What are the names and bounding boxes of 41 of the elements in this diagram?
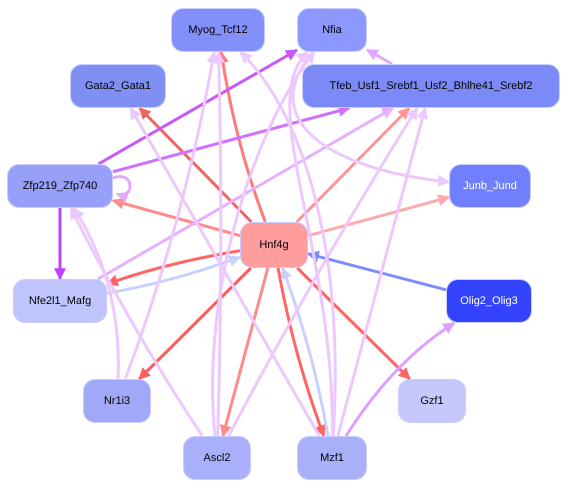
arrow — [336, 106, 428, 436]
arrow — [296, 266, 411, 380]
arrow — [112, 198, 240, 238]
arrow — [366, 48, 393, 66]
arrow — [220, 268, 270, 438]
arrow — [54, 208, 66, 280]
arrow — [211, 51, 316, 436]
arrow — [129, 106, 321, 437]
node-box: Tfeb_Usf1_Srebf1_Usf2_Bhlhe41_Srebf2 — [302, 64, 560, 108]
arrow — [212, 50, 225, 436]
arrow — [124, 50, 218, 380]
node-box: Nfe2l1_Mafg — [13, 279, 107, 323]
arrow — [227, 106, 418, 437]
arrow — [296, 106, 410, 224]
arrow — [306, 250, 446, 292]
arrow — [97, 106, 394, 280]
arrow — [292, 51, 450, 186]
node-box: Gzf1 — [398, 379, 466, 423]
arrow — [112, 175, 132, 202]
node-box: Nfia — [297, 8, 367, 52]
node-box: Zfp219_Zfp740 — [7, 164, 113, 208]
arrow — [70, 206, 204, 437]
node-box: Nr1i3 — [83, 379, 151, 423]
arrow — [106, 255, 242, 295]
arrow — [138, 106, 252, 224]
arrow — [239, 51, 337, 436]
arrow — [288, 51, 334, 436]
arrow — [112, 105, 351, 174]
arrow — [72, 206, 120, 380]
node-box: Junb_Jund — [449, 164, 531, 208]
node-box: Gata2_Gata1 — [70, 64, 166, 108]
node-box: Olig2_Olig3 — [446, 279, 532, 323]
node-box: Mzf1 — [297, 436, 367, 480]
arrow — [138, 266, 252, 380]
node-box: Hnf4g — [240, 222, 308, 268]
arrow — [98, 48, 298, 166]
node-box: Myog_Tcf12 — [171, 8, 265, 52]
arrow — [308, 194, 450, 238]
arrow — [217, 50, 267, 223]
arrow — [344, 322, 456, 437]
node-box: Ascl2 — [183, 436, 251, 480]
